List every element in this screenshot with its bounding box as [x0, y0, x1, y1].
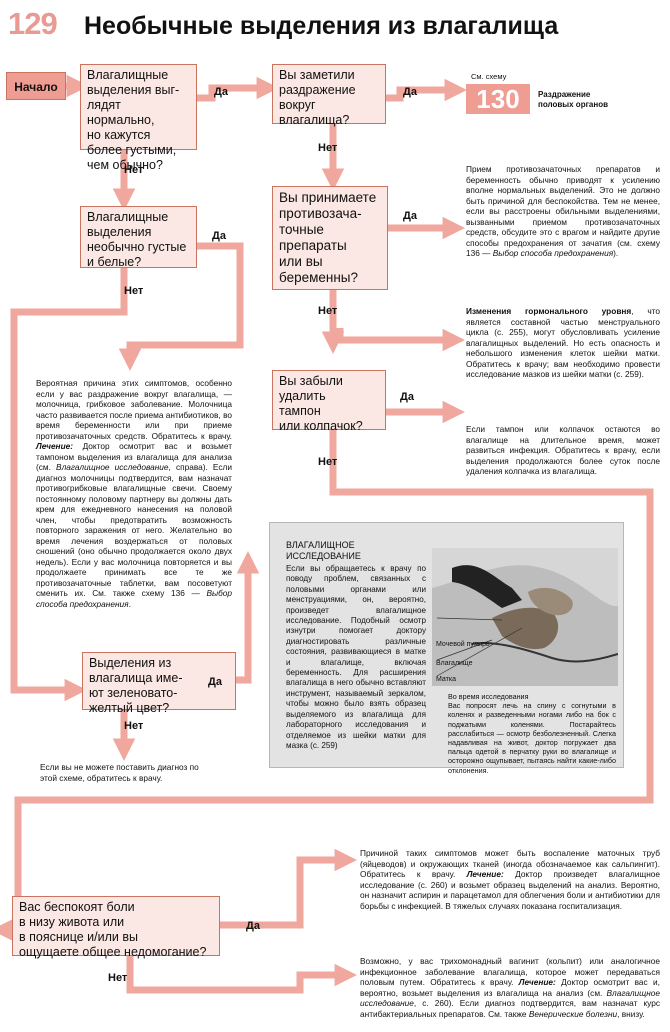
- panel-text: Если вы обращаетесь к врачу по поводу пр…: [286, 564, 426, 751]
- q4-line: или вы: [279, 254, 381, 270]
- see-chart-label: См. схему: [471, 72, 506, 81]
- question-irritation: Вы заметили раздражение вокруг влагалища…: [272, 64, 386, 124]
- text-em: Влагалищное исследование: [56, 462, 168, 472]
- q4-line: точные: [279, 222, 381, 238]
- q1-line: лядят нормально,: [87, 98, 190, 128]
- q1-line: но кажутся: [87, 128, 190, 143]
- yes-label: Да: [403, 210, 417, 222]
- q4-line: препараты: [279, 238, 381, 254]
- text-part: .: [129, 599, 131, 609]
- chart-130-title: Раздражение половых органов: [538, 90, 608, 110]
- q5-line: тампон: [279, 404, 379, 419]
- q3-line: и белые?: [87, 255, 190, 270]
- q6-line: желтый цвет?: [89, 701, 229, 716]
- text-em: Венерические болезни: [529, 1009, 617, 1019]
- label-uterus: Матка: [436, 676, 456, 683]
- label-vagina: Влагалище: [436, 660, 473, 667]
- thrush-text: Вероятная причина этих симптомов, особен…: [36, 378, 232, 609]
- hormonal-text: Изменения гормонального уровня, что явля…: [466, 306, 660, 380]
- q2-line: вокруг: [279, 98, 379, 113]
- yes-label: Да: [212, 230, 226, 242]
- q7-line: Вас беспокоят боли: [19, 900, 213, 915]
- page-title: Необычные выделения из влагалища: [84, 12, 558, 41]
- q7-line: в низу живота или: [19, 915, 213, 930]
- text-part: Если тампон или колпачок остаются во вла…: [466, 424, 660, 476]
- q2-line: влагалища?: [279, 113, 379, 128]
- text-em: Выбор способа предохранения: [493, 248, 613, 258]
- trichomonas-text: Возможно, у вас трихомонадный вагинит (к…: [360, 956, 660, 1019]
- q5-line: или колпачок?: [279, 419, 379, 434]
- q7-line: ощущаете общее недомогание?: [19, 945, 213, 960]
- text-part: , справа). Если диагноз молочницы подтве…: [36, 462, 232, 598]
- q6-line: Выделения из: [89, 656, 229, 671]
- yes-label: Да: [400, 391, 414, 403]
- yes-label: Да: [246, 920, 260, 932]
- chart-title-line: Раздражение: [538, 90, 608, 100]
- q5-line: удалить: [279, 389, 379, 404]
- contraceptives-text: Прием противозачаточных препаратов и бер…: [466, 164, 660, 259]
- no-label: Нет: [108, 972, 127, 984]
- yes-label: Да: [208, 676, 222, 688]
- yes-label: Да: [403, 86, 417, 98]
- q1-line: Влагалищные: [87, 68, 190, 83]
- chart-title-line: половых органов: [538, 100, 608, 110]
- tampon-text: Если тампон или колпачок остаются во вла…: [466, 424, 660, 477]
- no-label: Нет: [318, 142, 337, 154]
- q7-line: в пояснице и/или вы: [19, 930, 213, 945]
- q4-line: беременны?: [279, 270, 381, 286]
- no-label: Нет: [124, 285, 143, 297]
- no-label: Нет: [318, 305, 337, 317]
- text-bold: Лечение:: [36, 441, 73, 451]
- question-tampon: Вы забыли удалить тампон или колпачок?: [272, 370, 386, 430]
- caption-title: Во время исследования: [448, 692, 616, 701]
- text-part: Вероятная причина этих симптомов, особен…: [36, 378, 232, 441]
- no-label: Нет: [124, 164, 143, 176]
- q4-line: противозача-: [279, 206, 381, 222]
- text-part: Прием противозачаточных препаратов и бер…: [466, 164, 660, 258]
- q3-line: Влагалищные: [87, 210, 190, 225]
- q1-line: более густыми,: [87, 143, 190, 158]
- question-thick-white: Влагалищные выделения необычно густые и …: [80, 206, 197, 268]
- text-part: ).: [613, 248, 618, 258]
- text-bold: Лечение:: [467, 869, 504, 879]
- q6-line: ют зеленовато-: [89, 686, 229, 701]
- label-bladder: Мочевой пузырь: [436, 641, 490, 648]
- q3-line: необычно густые: [87, 240, 190, 255]
- q1-line: выделения выг-: [87, 83, 190, 98]
- q5-line: Вы забыли: [279, 374, 379, 389]
- question-normal-thicker: Влагалищные выделения выг- лядят нормаль…: [80, 64, 197, 150]
- start-label: Начало: [6, 72, 66, 100]
- question-pain: Вас беспокоят боли в низу живота или в п…: [12, 896, 220, 956]
- text-bold: Изменения гормонального уровня: [466, 306, 631, 316]
- caption-text: Вас попросят лечь на спину с согнутыми в…: [448, 701, 616, 775]
- text-bold: Лечение:: [519, 977, 556, 987]
- text-part: , что является составной частью менструа…: [466, 306, 660, 379]
- salpingitis-text: Причиной таких симптомов может быть восп…: [360, 848, 660, 911]
- text-part: , внизу.: [617, 1009, 645, 1019]
- no-label: Нет: [318, 456, 337, 468]
- panel-title: ВЛАГАЛИЩНОЕ ИССЛЕДОВАНИЕ: [286, 540, 361, 562]
- no-label: Нет: [124, 720, 143, 732]
- cant-diagnose-text: Если вы не можете поставить диагноз по э…: [40, 762, 200, 783]
- panel-title-line: ИССЛЕДОВАНИЕ: [286, 551, 361, 562]
- panel-caption: Во время исследования Вас попросят лечь …: [448, 692, 616, 775]
- panel-title-line: ВЛАГАЛИЩНОЕ: [286, 540, 361, 551]
- q2-line: раздражение: [279, 83, 379, 98]
- chart-130-badge: 130: [466, 84, 530, 114]
- q3-line: выделения: [87, 225, 190, 240]
- q4-line: Вы принимаете: [279, 190, 381, 206]
- q2-line: Вы заметили: [279, 68, 379, 83]
- yes-label: Да: [214, 86, 228, 98]
- page-number: 129: [8, 6, 57, 42]
- question-contraceptives-pregnant: Вы принимаете противозача- точные препар…: [272, 186, 388, 290]
